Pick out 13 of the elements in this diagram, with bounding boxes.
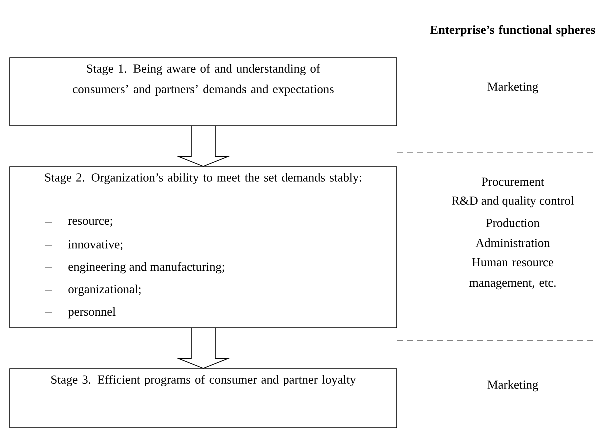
- sphere-label: R&D and quality control: [452, 196, 574, 208]
- block-arrow: [176, 126, 231, 168]
- sphere-label: Administration: [476, 238, 550, 248]
- sphere-label: Procurement: [482, 178, 544, 186]
- column-heading: Enterprise’s functional spheres: [430, 25, 596, 37]
- sphere-label: Marketing: [488, 380, 538, 392]
- sphere-label: Production: [486, 218, 540, 228]
- sphere-label: Human resource management, etc.: [470, 258, 556, 290]
- sphere-label: Marketing: [488, 82, 538, 94]
- stage-box: Stage 1. Being aware of and understanding of consumers’ and partners’ demands and expectations: [10, 58, 398, 126]
- stage-box: Stage 2. Organization’s ability to meet the set demands stably: resource; innovative; engineering and manufacturing; organizational; personnel: [10, 166, 398, 328]
- stage-box: Stage 3. Efficient programs of consumer and partner loyalty: [10, 368, 398, 428]
- block-arrow: [176, 328, 231, 370]
